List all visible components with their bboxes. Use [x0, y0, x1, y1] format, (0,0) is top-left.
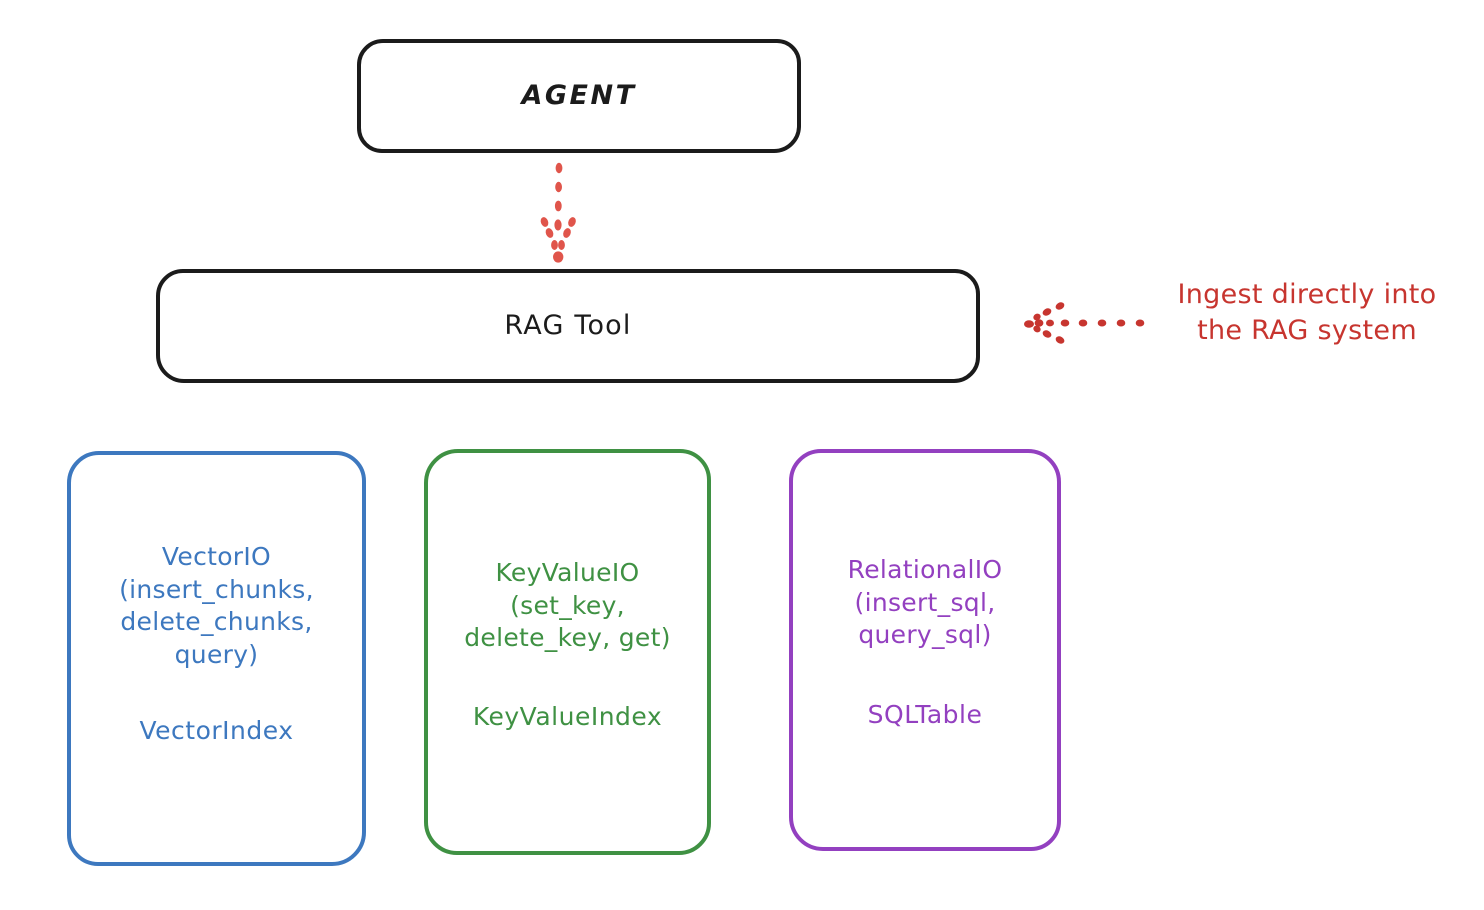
key-value-io-index-label: KeyValueIndex	[472, 701, 663, 731]
vector-io-index-label: VectorIndex	[139, 716, 294, 745]
key-value-io-api-label: KeyValueIO (set_key, delete_key, get)	[464, 558, 671, 652]
relational-io-api-label: RelationalIO (insert_sql, query_sql)	[847, 555, 1003, 649]
vector-io-api-label: VectorIO (insert_chunks, delete_chunks, …	[119, 542, 314, 669]
ingest-note-arrow	[1024, 302, 1145, 344]
node-rag-tool-label: RAG Tool	[504, 309, 632, 341]
node-agent[interactable]: AGENT	[357, 39, 801, 153]
node-rag-tool[interactable]: RAG Tool	[156, 269, 980, 383]
node-relational-io[interactable]: RelationalIO (insert_sql, query_sql) SQL…	[789, 449, 1061, 851]
ingest-annotation-text: Ingest directly into the RAG system	[1177, 279, 1437, 347]
node-key-value-io[interactable]: KeyValueIO (set_key, delete_key, get) Ke…	[424, 449, 711, 855]
node-vector-io[interactable]: VectorIO (insert_chunks, delete_chunks, …	[67, 451, 366, 866]
node-agent-label: AGENT	[521, 79, 637, 111]
relational-io-index-label: SQLTable	[867, 699, 983, 729]
agent-to-rag-tool-arrow	[540, 162, 576, 263]
